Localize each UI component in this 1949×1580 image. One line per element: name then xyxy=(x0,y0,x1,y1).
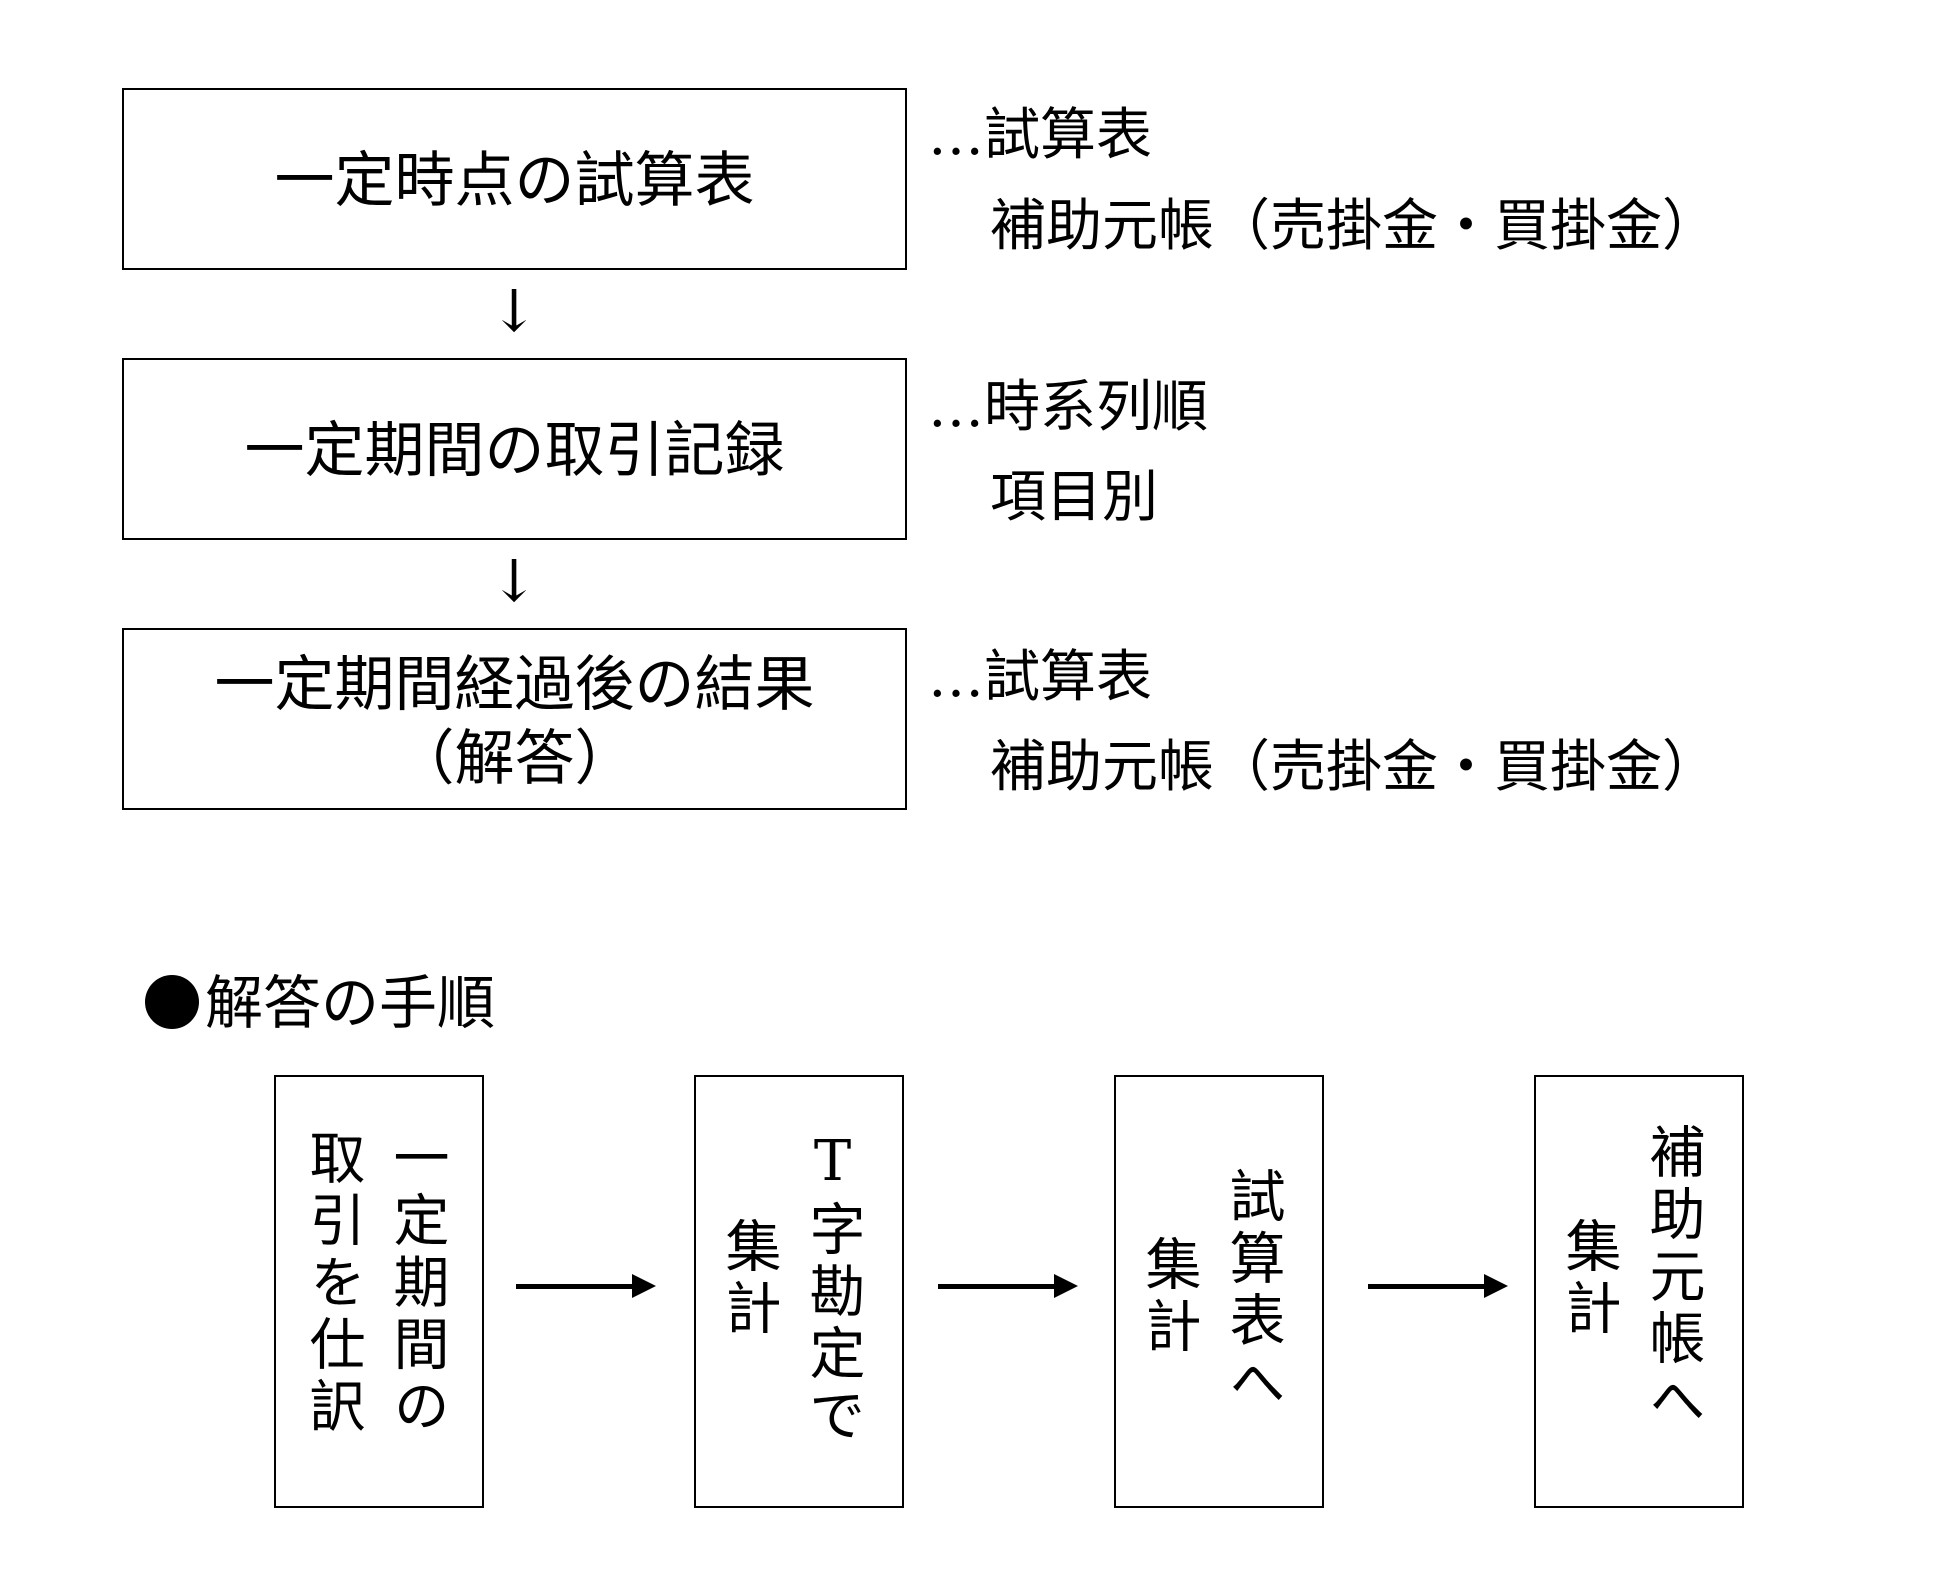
step-text-right: 一定期間の xyxy=(384,1129,449,1439)
step-text-left: 集計 xyxy=(716,1217,781,1341)
step-box-subsidiary-ledger: 補助元帳へ 集計 xyxy=(1534,1075,1744,1508)
step-text-right: 補助元帳へ xyxy=(1640,1123,1705,1433)
step-text-left: 集計 xyxy=(1136,1235,1201,1359)
step-box-trial-balance: 試算表へ 集計 xyxy=(1114,1075,1324,1508)
bullet-icon xyxy=(145,975,199,1029)
procedure-heading: 解答の手順 xyxy=(145,968,495,1038)
flow-box-label: 一定期間の取引記録 xyxy=(244,416,785,486)
note-1-line1: …試算表 xyxy=(928,103,1152,168)
flow-box-label-line2: （解答） xyxy=(394,724,635,794)
flow-box-trial-balance-point: 一定時点の試算表 xyxy=(122,88,907,270)
step-box-journalize: 一定期間の 取引を仕訳 xyxy=(274,1075,484,1508)
down-arrow-icon: ↓ xyxy=(489,547,539,615)
note-1-line2: 補助元帳（売掛金・買掛金） xyxy=(990,194,1718,259)
note-3-line2: 補助元帳（売掛金・買掛金） xyxy=(990,735,1718,800)
note-2-line1: …時系列順 xyxy=(928,375,1208,440)
down-arrow-icon: ↓ xyxy=(489,277,539,345)
flow-box-result: 一定期間経過後の結果 （解答） xyxy=(122,628,907,810)
step-text-left: 取引を仕訳 xyxy=(300,1129,365,1439)
step-text-left: 集計 xyxy=(1556,1217,1621,1341)
step-text-right: T字勘定で xyxy=(800,1129,865,1448)
note-3-line1: …試算表 xyxy=(928,645,1152,710)
flow-box-transaction-records: 一定期間の取引記録 xyxy=(122,358,907,540)
step-text-right: 試算表へ xyxy=(1220,1167,1285,1415)
step-box-t-account: T字勘定で 集計 xyxy=(694,1075,904,1508)
flow-box-label-line1: 一定期間経過後の結果 xyxy=(214,650,815,720)
procedure-heading-text: 解答の手順 xyxy=(205,969,496,1037)
flow-box-label: 一定時点の試算表 xyxy=(274,146,755,216)
note-2-line2: 項目別 xyxy=(990,465,1158,530)
